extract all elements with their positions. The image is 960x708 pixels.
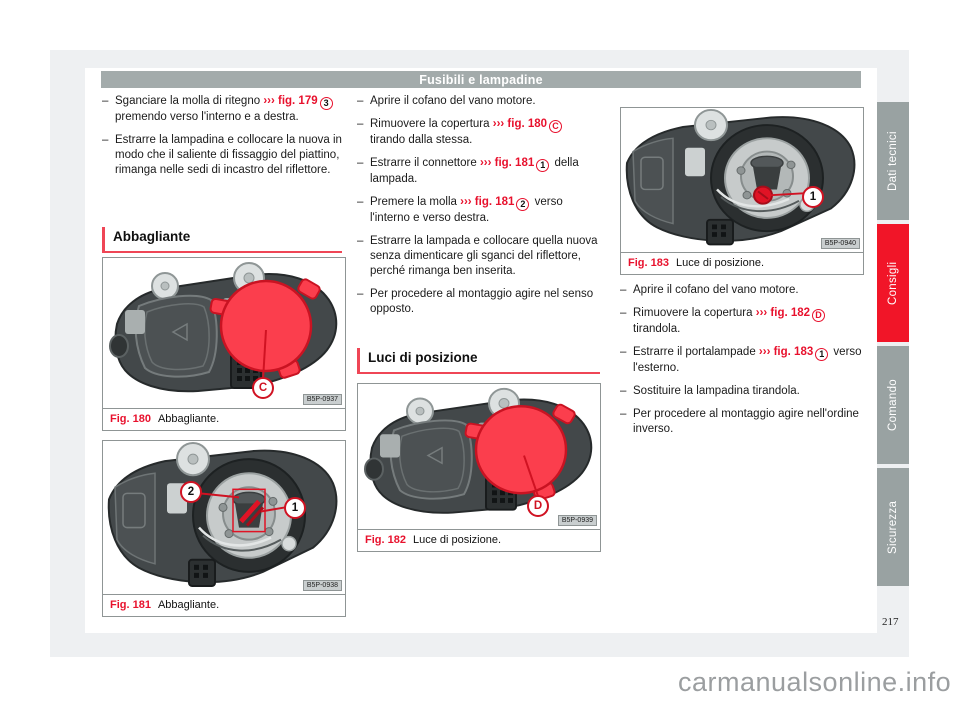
tab-label: Comando: [887, 379, 899, 431]
manual-page: Fusibili e lampadine –Sganciare la molla…: [50, 50, 909, 657]
figure-182-box: D B5P-0939 Fig. 182 Luce di posizione.: [357, 383, 601, 552]
section-heading-abbagliante: Abbagliante: [102, 227, 342, 253]
instruction-bullet: –Aprire il cofano del vano motore.: [357, 95, 536, 107]
sidebar-tab-sicurezza[interactable]: Sicurezza: [877, 468, 909, 586]
figure-180-box: C B5P-0937 Fig. 180 Abbagliante.: [102, 257, 346, 431]
sidebar-tab-comando[interactable]: Comando: [877, 346, 909, 464]
figure-181-caption: Fig. 181 Abbagliante.: [103, 594, 345, 616]
figure-180-label: Fig. 180: [110, 413, 151, 425]
figure-183-caption: Fig. 183 Luce di posizione.: [621, 252, 863, 274]
circled-letter: D: [812, 309, 826, 322]
figure-183-caption-text: Luce di posizione.: [675, 257, 765, 269]
image-code-label: B5P-0940: [820, 238, 860, 249]
instruction-bullet: –Aprire il cofano del vano motore.: [620, 284, 799, 296]
circled-letter: C: [549, 120, 563, 133]
tab-label: Dati tecnici: [887, 131, 899, 191]
instruction-list-right: –Aprire il cofano del vano motore. –Rimuo…: [620, 283, 863, 445]
figure-180-caption-text: Abbagliante.: [157, 413, 220, 425]
figure-181-box: 2 1 B5P-0938 Fig. 181 Abbagliante.: [102, 440, 346, 617]
headlight-socket-illustration: [625, 108, 856, 246]
instruction-bullet: –Per procedere al montaggio agire nell'o…: [620, 408, 859, 435]
figure-183-label: Fig. 183: [628, 257, 669, 269]
callout-1: 1: [284, 497, 306, 519]
watermark: carmanualsonline.info: [678, 667, 952, 697]
circled-number: 1: [536, 159, 550, 172]
image-code-label: B5P-0938: [302, 580, 342, 591]
callout-c: C: [252, 377, 274, 399]
figure-180-caption: Fig. 180 Abbagliante.: [103, 408, 345, 430]
figure-180-image: C B5P-0937: [103, 258, 345, 408]
callout-1: 1: [802, 186, 824, 208]
chapter-title: Fusibili e lampadine: [419, 72, 543, 87]
sidebar-tab-dati-tecnici[interactable]: Dati tecnici: [877, 102, 909, 220]
callout-2: 2: [180, 481, 202, 503]
figure-181-label: Fig. 181: [110, 599, 151, 611]
circled-number: 3: [319, 97, 333, 110]
figure-181-image: 2 1 B5P-0938: [103, 441, 345, 594]
instruction-list-middle: –Aprire il cofano del vano motore. –Rimuo…: [357, 94, 601, 325]
figure-182-caption: Fig. 182 Luce di posizione.: [358, 529, 600, 551]
figure-182-caption-text: Luce di posizione.: [412, 534, 502, 546]
headlight-rear-illustration: [363, 387, 593, 515]
circled-number: 1: [815, 348, 829, 361]
tab-label: Consigli: [887, 261, 899, 305]
content-area: Fusibili e lampadine –Sganciare la molla…: [85, 68, 877, 633]
callout-d: D: [527, 495, 549, 517]
instruction-bullet: –Sostituire la lampadina tirandola.: [620, 385, 800, 397]
circled-number: 2: [516, 198, 530, 211]
instruction-bullet: –Estrarre la lampadina e collocare la nu…: [102, 134, 342, 176]
section-heading-luci: Luci di posizione: [357, 348, 600, 374]
figure-181-caption-text: Abbagliante.: [157, 599, 220, 611]
sidebar-tab-consigli[interactable]: Consigli: [877, 224, 909, 342]
headlight-rear-illustration: [108, 261, 338, 393]
instruction-list-left: –Sganciare la molla di ritegno ››› fig. …: [102, 94, 342, 186]
chapter-header: Fusibili e lampadine: [101, 71, 861, 88]
instruction-bullet: –Estrarre la lampada e collocare quella …: [357, 235, 598, 277]
tab-label: Sicurezza: [887, 500, 899, 554]
image-code-label: B5P-0937: [302, 394, 342, 405]
figure-182-image: D B5P-0939: [358, 384, 600, 529]
headlight-socket-illustration: [107, 441, 338, 588]
instruction-bullet: –Per procedere al montaggio agire nel se…: [357, 288, 594, 315]
instruction-bullet: –Sganciare la molla di ritegno ››› fig. …: [102, 94, 342, 125]
figure-183-image: 1 B5P-0940: [621, 108, 863, 252]
image-code-label: B5P-0939: [557, 515, 597, 526]
page-number: 217: [882, 616, 899, 628]
figure-182-label: Fig. 182: [365, 534, 406, 546]
figure-183-box: 1 B5P-0940 Fig. 183 Luce di posizione.: [620, 107, 864, 275]
